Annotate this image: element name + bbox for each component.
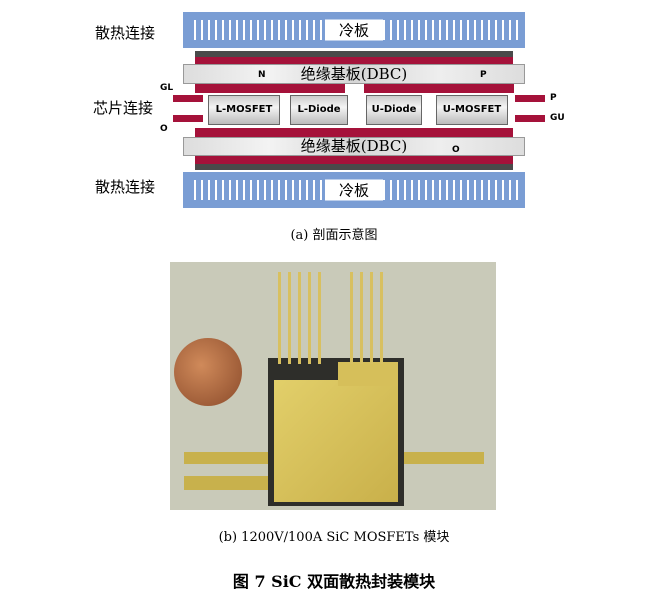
cold-plate-bottom: 冷板 bbox=[183, 172, 525, 208]
caption-b: (b) 1200V/100A SiC MOSFETs 模块 bbox=[218, 530, 450, 545]
copper-bottom bbox=[195, 128, 513, 137]
heat-connection-label-top: 散热连接 bbox=[95, 24, 156, 42]
copper-layer-bottom bbox=[195, 156, 513, 164]
chip-u-diode: U-Diode bbox=[366, 95, 422, 125]
module-photo bbox=[170, 262, 496, 510]
chip-l-mosfet: L-MOSFET bbox=[208, 95, 280, 125]
copper-top-n bbox=[195, 84, 345, 93]
signal-pins-left bbox=[278, 272, 328, 364]
label-gu: GU bbox=[550, 113, 565, 123]
terminal-p bbox=[515, 95, 545, 102]
module-plate-corner bbox=[338, 362, 398, 386]
label-p-top: P bbox=[480, 70, 487, 80]
label-p-right: P bbox=[550, 93, 557, 103]
penny-coin bbox=[174, 338, 242, 406]
copper-layer bbox=[195, 57, 513, 64]
label-n: N bbox=[258, 70, 266, 80]
heat-connection-label-bottom: 散热连接 bbox=[95, 178, 156, 196]
cross-section-diagram: 散热连接 芯片连接 散热连接 冷板 绝缘基板(DBC) L-MOSFET L-D… bbox=[0, 0, 668, 220]
terminal-gl bbox=[173, 95, 203, 102]
thermal-layer bbox=[195, 51, 513, 57]
chip-connection-label: 芯片连接 bbox=[93, 99, 154, 117]
power-terminal-lower bbox=[184, 476, 284, 490]
cold-plate-bottom-label: 冷板 bbox=[324, 179, 384, 201]
cold-plate-top-label: 冷板 bbox=[324, 19, 384, 41]
cold-plate-top: 冷板 bbox=[183, 12, 525, 48]
module-top-plate bbox=[274, 380, 398, 502]
caption-a: (a) 剖面示意图 bbox=[290, 228, 378, 243]
dbc-top: 绝缘基板(DBC) bbox=[183, 64, 525, 84]
dbc-bottom: 绝缘基板(DBC) bbox=[183, 137, 525, 156]
terminal-gu bbox=[515, 115, 545, 122]
thermal-layer-bottom bbox=[195, 164, 513, 170]
label-gl: GL bbox=[160, 83, 174, 93]
figure-title: 图 7 SiC 双面散热封装模块 bbox=[232, 572, 436, 591]
copper-top-p bbox=[364, 84, 514, 93]
label-o-bottom: O bbox=[452, 145, 460, 155]
chip-u-mosfet: U-MOSFET bbox=[436, 95, 508, 125]
chip-l-diode: L-Diode bbox=[290, 95, 348, 125]
label-o-left: O bbox=[160, 124, 168, 134]
signal-pins-right bbox=[350, 272, 390, 364]
terminal-o bbox=[173, 115, 203, 122]
